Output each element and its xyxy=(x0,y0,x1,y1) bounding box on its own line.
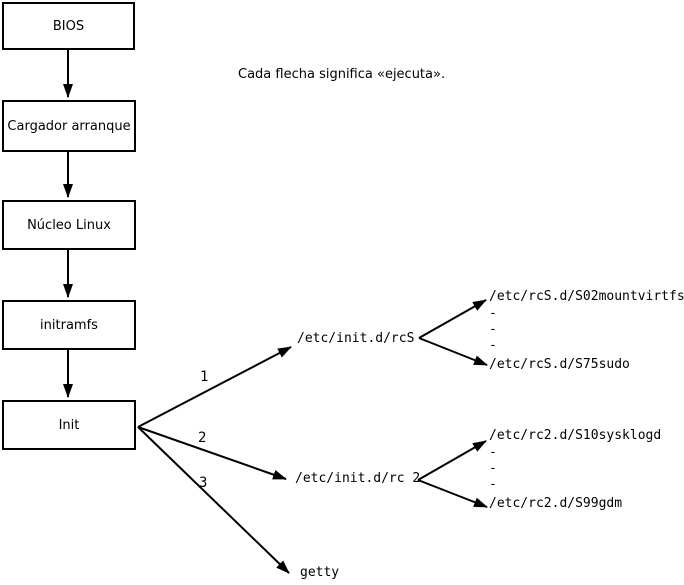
arrow-rc2-to-s10 xyxy=(417,440,487,481)
arrow-init-to-rcs xyxy=(137,346,292,428)
script-s75sudo: /etc/rcS.d/S75sudo xyxy=(489,357,630,372)
arrow-init-to-getty xyxy=(137,426,290,574)
target-rc2-script: /etc/init.d/rc 2 xyxy=(295,471,421,486)
target-getty: getty xyxy=(300,565,340,580)
ellipsis-dash: - xyxy=(489,477,497,492)
box-bios: BIOS xyxy=(2,2,135,50)
arrow-order-label-2: 2 xyxy=(198,430,207,446)
note-arrow-meaning: Cada flecha significa «ejecuta». xyxy=(238,67,446,82)
ellipsis-dash: - xyxy=(489,338,497,353)
ellipsis-dash: - xyxy=(489,445,497,460)
arrow-rcs-to-s02 xyxy=(418,299,487,339)
ellipsis-dash: - xyxy=(489,306,497,321)
arrow-order-label-3: 3 xyxy=(199,475,208,491)
arrow-init-to-rc2 xyxy=(137,426,287,480)
box-init-label: Init xyxy=(58,417,80,433)
script-s10sysklogd: /etc/rc2.d/S10sysklogd xyxy=(489,428,662,443)
arrow-order-label-1: 1 xyxy=(200,369,209,385)
box-nucleo-linux: Núcleo Linux xyxy=(2,200,136,250)
box-cargador-arranque-label: Cargador arranque xyxy=(7,118,131,134)
script-s02mountvirtfs: /etc/rcS.d/S02mountvirtfs xyxy=(489,289,684,304)
ellipsis-dash: - xyxy=(489,461,497,476)
ellipsis-dash: - xyxy=(489,322,497,337)
script-s99gdm: /etc/rc2.d/S99gdm xyxy=(489,496,623,511)
box-bios-label: BIOS xyxy=(52,18,85,34)
box-initramfs-label: initramfs xyxy=(40,317,98,333)
arrow-rc2-to-s99 xyxy=(417,479,488,508)
box-cargador-arranque: Cargador arranque xyxy=(2,100,136,152)
box-nucleo-linux-label: Núcleo Linux xyxy=(27,217,111,233)
box-initramfs: initramfs xyxy=(2,300,136,350)
box-init: Init xyxy=(2,400,136,450)
arrow-rcs-to-s75 xyxy=(418,337,488,366)
target-rcs-script: /etc/init.d/rcS xyxy=(297,331,415,346)
